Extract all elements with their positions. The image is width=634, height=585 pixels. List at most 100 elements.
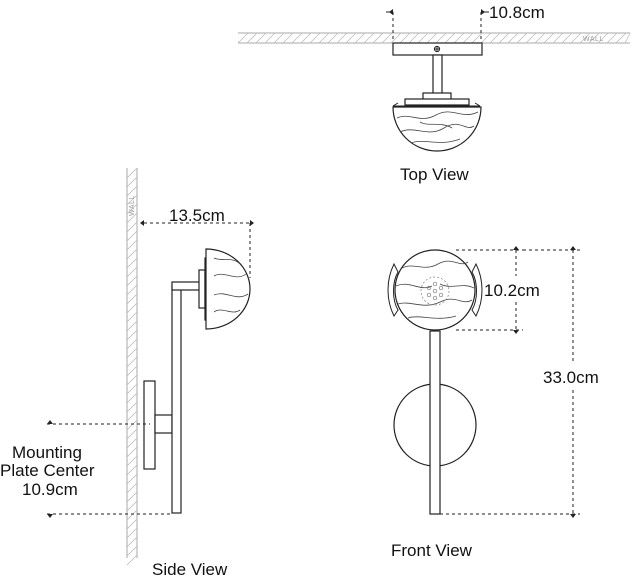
top-view-shade (392, 106, 482, 152)
socket-dot (432, 281, 438, 287)
wall-hatch-line (300, 32, 312, 44)
wall-hatch-line (126, 518, 138, 530)
wall-hatch-line (543, 32, 555, 44)
overall-height-label: 33.0cm (543, 368, 599, 387)
wall-hatch-line (426, 32, 438, 44)
wall-hatch-line (126, 428, 138, 440)
wall-hatch-line (516, 32, 528, 44)
wall-hatch-line (126, 176, 138, 188)
wall-hatch-line (126, 221, 138, 233)
wall-hatch-line (126, 446, 138, 458)
wall-hatch-line (126, 392, 138, 404)
wall-hatch-line (507, 32, 519, 44)
front-view-label: Front View (391, 541, 473, 560)
socket-dot (426, 285, 432, 291)
wall-hatch-line (255, 32, 267, 44)
socket-dot (438, 292, 444, 298)
wall-hatch-line (372, 32, 384, 44)
wall-hatch-line (126, 401, 138, 413)
top-view-label: Top View (400, 165, 469, 184)
wall-hatch-line (126, 329, 138, 341)
wall-hatch-line (354, 32, 366, 44)
side-view-holder (198, 269, 206, 309)
wall-hatch-line (291, 32, 303, 44)
socket-dot (432, 295, 438, 301)
wall-hatch-line (126, 284, 138, 296)
wall-hatch-line (588, 32, 600, 44)
wall-hatch-line (399, 32, 411, 44)
wall-hatch-line (126, 383, 138, 395)
wall-hatch-line (126, 365, 138, 377)
top-view-wall-label: WALL (583, 36, 604, 43)
wall-hatch-line (126, 410, 138, 422)
wall-hatch-line (309, 32, 321, 44)
wall-hatch-line (126, 545, 138, 557)
wall-hatch-line (126, 266, 138, 278)
wall-hatch-line (570, 32, 582, 44)
wall-hatch-line (126, 302, 138, 314)
wall-hatch-line (126, 230, 138, 242)
wall-hatch-line (615, 32, 627, 44)
shade-diameter-label: 10.2cm (484, 281, 540, 300)
wall-hatch-line (126, 455, 138, 467)
wall-hatch-line (264, 32, 276, 44)
wall-hatch-line (126, 185, 138, 197)
wall-hatch-line (417, 32, 429, 44)
wall-hatch-line (237, 32, 249, 44)
side-view-wall-label: WALL (129, 195, 136, 216)
wall-hatch-line (126, 248, 138, 260)
side-view-shade (205, 248, 251, 330)
wall-hatch-line (471, 32, 483, 44)
top-view-arm (432, 54, 443, 98)
wall-hatch-line (579, 32, 591, 44)
side-view-plate-connector (154, 414, 173, 434)
side-view-arm (171, 285, 182, 514)
wall-hatch-line (273, 32, 285, 44)
wall-hatch-line (126, 536, 138, 548)
socket-dot (438, 285, 444, 291)
wall-hatch-line (126, 374, 138, 386)
wall-hatch-line (126, 212, 138, 224)
wall-hatch-line (126, 527, 138, 539)
wall-hatch-line (480, 32, 492, 44)
wall-hatch-line (126, 293, 138, 305)
wall-hatch-line (381, 32, 393, 44)
side-depth-label: 13.5cm (169, 206, 225, 225)
top-width-label: 10.8cm (489, 3, 545, 22)
wall-hatch-line (126, 437, 138, 449)
wall-hatch-line (126, 356, 138, 368)
wall-hatch-line (552, 32, 564, 44)
wall-hatch-line (489, 32, 501, 44)
wall-hatch-line (327, 32, 339, 44)
wall-hatch-line (318, 32, 330, 44)
wall-hatch-line (534, 32, 546, 44)
wall-hatch-line (126, 338, 138, 350)
wall-hatch-line (126, 482, 138, 494)
wall-hatch-line (525, 32, 537, 44)
mounting-value: 10.9cm (22, 480, 78, 499)
top-view-wall: WALL (237, 32, 631, 44)
wall-hatch-line (126, 275, 138, 287)
socket-dot (432, 288, 438, 294)
front-view-arm (429, 330, 441, 515)
wall-hatch-line (336, 32, 348, 44)
wall-hatch-line (597, 32, 609, 44)
wall-hatch-line (390, 32, 402, 44)
top-view-screw (433, 45, 441, 53)
mounting-label-1: Mounting (12, 443, 82, 462)
wall-hatch-line (444, 32, 456, 44)
wall-hatch-line (126, 320, 138, 332)
wall-hatch-line (126, 491, 138, 503)
side-view-mounting-plate (143, 380, 156, 470)
socket-dot (426, 292, 432, 298)
top-view: WALL 10.8cm Top View (237, 3, 631, 184)
wall-hatch-line (126, 239, 138, 251)
wall-hatch-line (498, 32, 510, 44)
wall-hatch-line (453, 32, 465, 44)
wall-hatch-line (126, 203, 138, 215)
wall-hatch-line (345, 32, 357, 44)
wall-hatch-line (363, 32, 375, 44)
wall-hatch-line (462, 32, 474, 44)
